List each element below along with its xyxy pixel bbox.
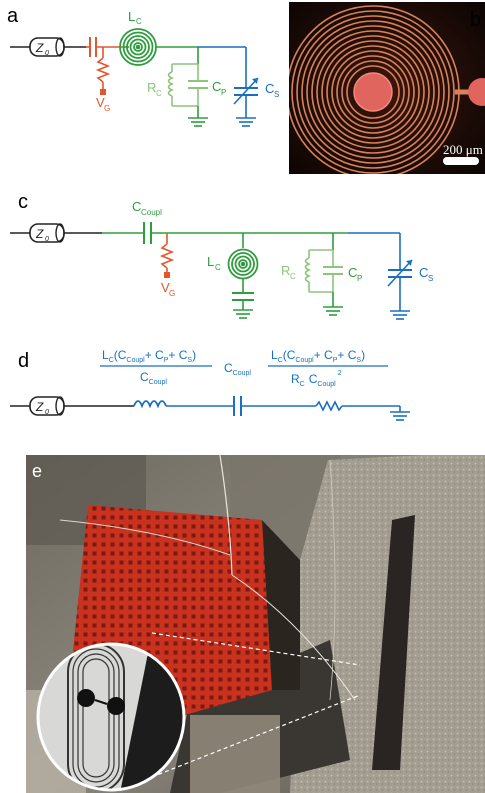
panel-label-c: c [18,191,28,213]
cs-label-c: C [419,265,428,280]
panel-c-circuit [10,222,413,320]
eq1-numerator: LC(CCoupl+ CP+ CS) [102,348,196,364]
z0-label-d: Z [35,400,44,414]
z0-sub-a: 0 [45,50,49,57]
cp-sub-c: P [357,274,362,283]
inset-zoom [36,642,186,792]
ccoupl-label-c: C [132,199,141,214]
cs-sub-a: S [274,90,279,99]
panel-label-d: d [18,350,29,372]
scale-bar [443,157,479,165]
panel-d-circuit [10,365,410,421]
spiral-inductor-c [227,248,259,280]
lc-sub-c: C [215,263,221,272]
z0-label-a: Z [35,41,44,55]
rc-label-c: R [281,263,290,278]
outer-pad [468,78,485,106]
panel-e-photo [26,455,485,793]
eq1-denominator: CCoupl [140,370,167,386]
ccoupl-sub-c: Coupl [141,208,162,217]
cp-label-c: C [348,265,357,280]
cp-sub-a: P [221,88,226,97]
zoom-guide-top [151,632,361,666]
eq2-numerator: LC(CCoupl+ CP+ CS) [271,348,365,364]
panel-b-micrograph [289,2,485,174]
rc-sub-c: C [290,272,296,281]
panel-label-a: a [7,5,19,27]
panel-label-b: b [470,9,481,31]
z0-sub-c: 0 [45,236,49,243]
vg-label-c: V [161,280,170,295]
rc-sub-a: C [156,89,162,98]
lc-label-c: L [207,254,214,269]
vg-sub-c: G [169,289,175,298]
cp-label-a: C [212,79,221,94]
rc-label-a: R [147,80,156,95]
ccoupl-label-d: CCoupl [224,361,251,377]
lc-sub-a: C [136,17,142,26]
zoom-guide-bottom [151,694,361,778]
vg-sub-a: G [104,104,110,113]
lc-label-a: L [128,9,135,24]
z0-sub-d: 0 [45,409,49,416]
z0-label-c: Z [35,227,44,241]
cs-sub-c: S [428,274,433,283]
cs-label-a: C [265,81,274,96]
scale-bar-text: 200 μm [443,142,483,157]
chip-strip [372,515,415,770]
center-pad [353,72,393,112]
panel-a-circuit [10,28,259,127]
vg-label-a: V [96,95,105,110]
panel-label-e: e [32,461,42,481]
